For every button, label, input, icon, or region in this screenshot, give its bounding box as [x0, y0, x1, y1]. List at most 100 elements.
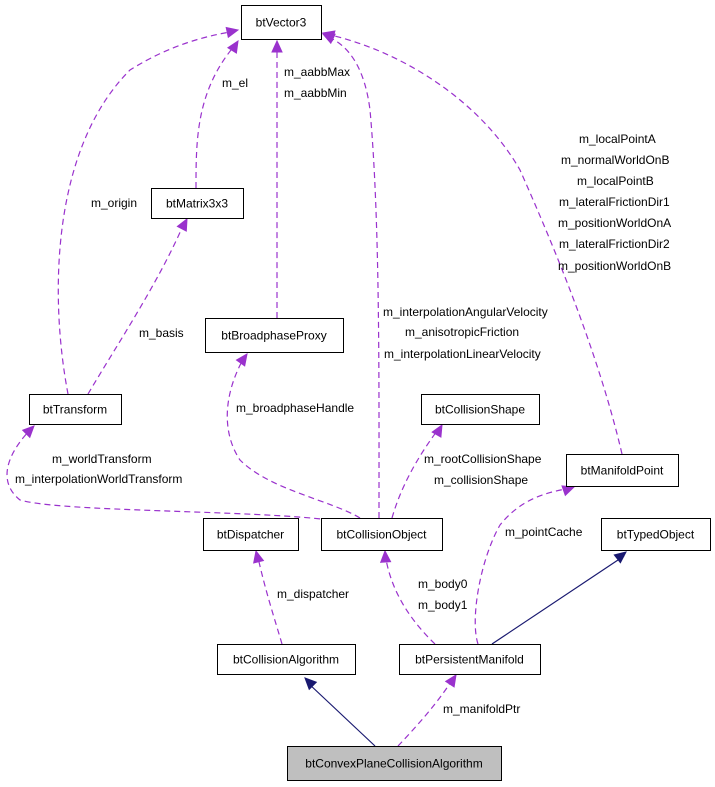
class-box[interactable] [287, 746, 502, 781]
class-node-btBroadphaseProxy[interactable]: btBroadphaseProxy [205, 318, 344, 353]
edge-convex-algorithm [304, 677, 376, 747]
arrowhead-point-vector [321, 30, 336, 42]
arrowhead-object-proxy [235, 353, 248, 367]
arrowhead-algorithm-dispatcher [253, 549, 265, 564]
edge-label: m_aabbMin [284, 86, 347, 100]
edge-line-transform-matrix [87, 220, 186, 395]
edge-label: m_body0 [418, 577, 468, 591]
class-box[interactable] [321, 518, 443, 551]
edge-label: m_interpolationAngularVelocity [383, 305, 548, 319]
arrowhead-matrix-vector [226, 39, 239, 54]
edge-label: m_lateralFrictionDir1 [559, 195, 670, 209]
class-box[interactable] [241, 5, 322, 40]
arrowhead-object-transform [21, 425, 35, 439]
edge-label: m_collisionShape [434, 473, 528, 487]
class-node-btVector3[interactable]: btVector3 [241, 5, 322, 40]
edge-line-object-vector [325, 35, 380, 519]
edge-line-transform-vector [57, 30, 237, 395]
edge-line-convex-algorithm [307, 682, 376, 747]
class-label: btManifoldPoint [581, 464, 664, 478]
edge-line-manifold-typed [491, 555, 625, 645]
edge-label: m_localPointB [577, 174, 654, 188]
class-label: btCollisionAlgorithm [233, 653, 339, 667]
arrowhead-convex-manifold [444, 673, 457, 688]
class-box[interactable] [203, 518, 299, 551]
edge-object-transform: m_worldTransform m_interpolationWorldTran… [6, 425, 331, 521]
edge-label: m_anisotropicFriction [405, 325, 519, 339]
edge-label: m_dispatcher [277, 587, 349, 601]
edge-label: m_el [222, 76, 248, 90]
class-label: btTypedObject [617, 528, 695, 542]
edge-object-proxy: m_broadphaseHandle [226, 353, 361, 519]
class-label: btVector3 [256, 16, 307, 30]
edge-label: m_origin [91, 196, 137, 210]
class-node-btCollisionAlgorithm[interactable]: btCollisionAlgorithm [217, 644, 356, 675]
class-label: btDispatcher [217, 528, 284, 542]
edge-label: m_manifoldPtr [443, 702, 520, 716]
edge-transform-vector: m_origin [57, 26, 240, 395]
class-box[interactable] [601, 518, 711, 551]
edge-label: m_rootCollisionShape [424, 452, 542, 466]
edge-line-manifold-object [384, 552, 436, 645]
arrowhead-manifold-object [379, 549, 392, 563]
class-node-btTypedObject[interactable]: btTypedObject [601, 518, 711, 551]
class-label: btPersistentManifold [415, 653, 524, 667]
edge-proxy-vector: m_aabbMax m_aabbMin [271, 39, 350, 318]
class-box[interactable] [566, 454, 679, 487]
edge-manifold-object: m_body0 m_body1 [379, 549, 468, 645]
edge-line-object-shape [391, 426, 441, 519]
class-label: btConvexPlaneCollisionAlgorithm [305, 757, 482, 771]
class-box[interactable] [217, 644, 356, 675]
class-label: btMatrix3x3 [166, 197, 228, 211]
edge-label: m_aabbMax [284, 65, 350, 79]
class-node-btPersistentManifold[interactable]: btPersistentManifold [399, 644, 541, 675]
edge-line-matrix-vector [195, 43, 237, 189]
class-box[interactable] [151, 188, 244, 219]
nodes-layer: btVector3 btMatrix3x3 btBroadphaseProxy btT… [29, 5, 711, 781]
edge-label: m_positionWorldOnB [558, 259, 671, 273]
edge-line-object-transform [6, 427, 331, 521]
arrowhead-proxy-vector [271, 39, 283, 53]
edge-algorithm-dispatcher: m_dispatcher [253, 549, 349, 645]
edge-label: m_interpolationLinearVelocity [384, 347, 541, 361]
edge-convex-manifold: m_manifoldPtr [397, 673, 520, 747]
edge-point-vector: m_localPointA m_normalWorldOnB m_localPoin… [321, 30, 671, 455]
edge-line-object-proxy [226, 355, 361, 519]
class-label: btTransform [43, 403, 107, 417]
class-box[interactable] [399, 644, 541, 675]
edge-label: m_pointCache [505, 525, 583, 539]
edge-transform-matrix: m_basis [87, 217, 188, 395]
edge-label: m_localPointA [579, 132, 656, 146]
class-box[interactable] [205, 318, 344, 353]
edge-label: m_body1 [418, 598, 468, 612]
arrowhead-manifold-point [561, 485, 576, 497]
edge-object-vector: m_interpolationAngularVelocity m_anisotro… [321, 33, 548, 519]
class-node-btManifoldPoint[interactable]: btManifoldPoint [566, 454, 679, 487]
class-node-btMatrix3x3[interactable]: btMatrix3x3 [151, 188, 244, 219]
class-box[interactable] [421, 394, 540, 425]
arrowhead-manifold-typed [613, 551, 627, 564]
class-label: btCollisionObject [336, 528, 427, 542]
edge-manifold-point: m_pointCache [474, 485, 583, 645]
edge-label: m_broadphaseHandle [236, 401, 354, 415]
edge-label: m_normalWorldOnB [561, 153, 669, 167]
arrowhead-transform-matrix [176, 217, 188, 232]
arrowhead-transform-vector [225, 26, 240, 39]
class-label: btBroadphaseProxy [221, 329, 326, 343]
class-node-btTransform[interactable]: btTransform [29, 394, 122, 425]
class-node-btConvexPlaneCollisionAlgorithm[interactable]: btConvexPlaneCollisionAlgorithm [287, 746, 502, 781]
edge-label: m_positionWorldOnA [558, 216, 671, 230]
class-label: btCollisionShape [435, 403, 525, 417]
class-box[interactable] [29, 394, 122, 425]
class-node-btCollisionObject[interactable]: btCollisionObject [321, 518, 443, 551]
edge-label: m_interpolationWorldTransform [15, 472, 182, 486]
edges-layer: m_el m_aabbMax m_aabbMin m_origin m_basis m_i… [6, 26, 671, 747]
edge-manifold-typed [491, 551, 627, 645]
class-node-btCollisionShape[interactable]: btCollisionShape [421, 394, 540, 425]
arrowhead-convex-algorithm [304, 677, 318, 691]
edge-label: m_worldTransform [52, 452, 152, 466]
class-node-btDispatcher[interactable]: btDispatcher [203, 518, 299, 551]
edge-object-shape: m_rootCollisionShape m_collisionShape [391, 423, 542, 519]
edge-label: m_lateralFrictionDir2 [559, 237, 670, 251]
